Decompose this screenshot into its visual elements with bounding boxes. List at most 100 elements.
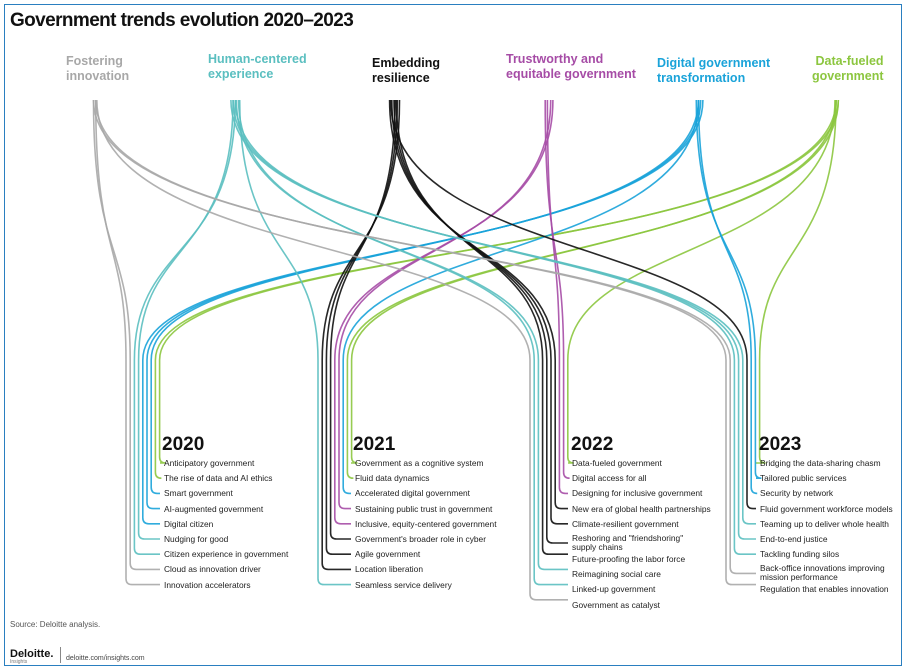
trend-item: Government's broader role in cyber <box>355 532 497 547</box>
source-note: Source: Deloitte analysis. <box>10 620 101 629</box>
theme-fostering-innovation: Fostering innovation <box>66 54 129 84</box>
flow-line-resilience <box>393 99 568 544</box>
trend-item-label: Bridging the data-sharing chasm <box>760 458 881 468</box>
trend-item: Anticipatory government <box>164 456 288 471</box>
flow-line-digital <box>146 99 702 510</box>
trend-item-label: New era of global health partnerships <box>572 503 711 514</box>
trend-item: Linked-up government <box>572 582 711 597</box>
trend-item-label: Accelerated digital government <box>355 488 470 499</box>
trend-item: Government as catalyst <box>572 598 711 613</box>
trend-item-label: Nudging for good <box>164 534 229 545</box>
trend-item-label: Seamless service delivery <box>355 579 452 590</box>
year-heading-2023: 2023 <box>759 434 802 455</box>
flow-line-fostering <box>92 99 160 571</box>
trend-item: The rise of data and AI ethics <box>164 471 288 486</box>
trend-item-label: Regulation that enables innovation <box>760 584 889 595</box>
trend-item-label: Climate-resilient government <box>572 518 679 529</box>
flow-line-trust <box>544 99 570 479</box>
trend-item-label: Government's broader role in cyber <box>355 534 487 545</box>
trend-item: Smart government <box>164 486 288 501</box>
trend-item-label: Designing for inclusive government <box>572 488 703 499</box>
trend-item-label: Sustaining public trust in government <box>355 503 493 514</box>
trend-item: Tailored public services <box>760 471 906 486</box>
trend-item: Teaming up to deliver whole health <box>760 517 906 532</box>
trend-item: Government as a cognitive system <box>355 456 497 471</box>
year-heading-2021: 2021 <box>353 434 396 455</box>
logo-brand: Deloitte. <box>10 648 54 660</box>
trend-item-label: Fluid data dynamics <box>355 473 430 484</box>
flow-line-digital <box>150 99 700 495</box>
trend-item-label: Back-office innovations improving missio… <box>760 563 885 583</box>
flow-line-fostering <box>94 99 756 586</box>
trend-item-label: Tackling funding silos <box>760 549 840 560</box>
theme-label-line1: Human-centered <box>208 52 307 66</box>
trend-item-label: Linked-up government <box>572 584 656 595</box>
theme-label-line2: government <box>812 69 884 83</box>
theme-label-line1: Digital government <box>657 56 771 70</box>
flow-line-trust <box>338 99 552 510</box>
flow-line-human <box>137 99 234 540</box>
theme-trustworthy-equitable: Trustworthy and equitable government <box>506 52 636 82</box>
trend-item-label: Government as a cognitive system <box>355 458 484 468</box>
trend-item: Fluid government workforce models <box>760 502 906 517</box>
trend-item-label: Data-fueled government <box>572 458 662 468</box>
flow-line-digital <box>142 99 704 525</box>
trend-item: New era of global health partnerships <box>572 502 711 517</box>
footer-divider <box>60 647 61 663</box>
footer-url: deloitte.com/insights.com <box>66 655 145 662</box>
trend-item-label: Digital citizen <box>164 518 214 529</box>
flow-line-data <box>154 99 840 479</box>
trend-item: Reimagining social care <box>572 567 711 582</box>
trend-item-label: Smart government <box>164 488 233 499</box>
flow-line-human <box>238 99 351 586</box>
trend-item: Location liberation <box>355 562 497 577</box>
trend-item-label: Reimagining social care <box>572 569 661 580</box>
theme-data-fueled-government: Data-fueled government <box>812 54 884 84</box>
flow-line-digital <box>695 99 762 479</box>
trend-item: Sustaining public trust in government <box>355 502 497 517</box>
trend-item: Bridging the data-sharing chasm <box>760 456 906 471</box>
logo-subtitle: Insights <box>10 659 28 665</box>
flow-line-human <box>234 99 756 555</box>
trend-item-label: Anticipatory government <box>164 458 255 468</box>
trend-item-label: Government as catalyst <box>572 599 660 610</box>
trend-item-label: The rise of data and AI ethics <box>164 473 273 484</box>
theme-label-line2: innovation <box>66 69 130 83</box>
trend-item: Inclusive, equity-centered government <box>355 517 497 532</box>
flow-line-human <box>237 99 568 586</box>
theme-label-line2: equitable government <box>506 67 636 81</box>
theme-label-line1: Data-fueled <box>815 54 884 68</box>
trend-item: Tackling funding silos <box>760 547 906 562</box>
trend-item-label: Reshoring and "friendshoring" supply cha… <box>572 533 684 553</box>
deloitte-logo: Deloitte. Insights <box>10 648 53 665</box>
flow-line-trust <box>546 99 568 495</box>
trend-item: End-to-end justice <box>760 532 906 547</box>
trend-item-label: End-to-end justice <box>760 534 828 545</box>
theme-human-centered-experience: Human-centered experience <box>208 52 307 82</box>
flow-line-fostering <box>94 99 160 586</box>
trend-item: Future-proofing the labor force <box>572 552 711 567</box>
trend-item: Cloud as innovation driver <box>164 562 288 577</box>
flow-line-resilience <box>389 99 756 510</box>
theme-label-line1: Embedding <box>372 56 441 70</box>
trend-item: Back-office innovations improving missio… <box>760 562 906 582</box>
flow-line-resilience <box>391 99 568 525</box>
theme-label-line2: resilience <box>372 71 430 85</box>
flow-line-resilience <box>395 99 568 555</box>
flow-line-resilience <box>325 99 399 555</box>
flow-line-data <box>756 99 837 464</box>
flow-line-digital <box>697 99 758 495</box>
year-heading-2020: 2020 <box>162 434 205 455</box>
trend-item: Security by network <box>760 486 906 501</box>
flow-line-human <box>133 99 237 555</box>
trend-item-label: Future-proofing the labor force <box>572 554 686 565</box>
trend-item: Designing for inclusive government <box>572 486 711 501</box>
trend-item-label: AI-augmented government <box>164 503 264 514</box>
trend-item: Digital citizen <box>164 517 288 532</box>
theme-label-line2: transformation <box>657 71 746 85</box>
trend-item: Regulation that enables innovation <box>760 582 906 597</box>
trend-item: Digital access for all <box>572 471 711 486</box>
theme-label-line2: experience <box>208 67 274 81</box>
